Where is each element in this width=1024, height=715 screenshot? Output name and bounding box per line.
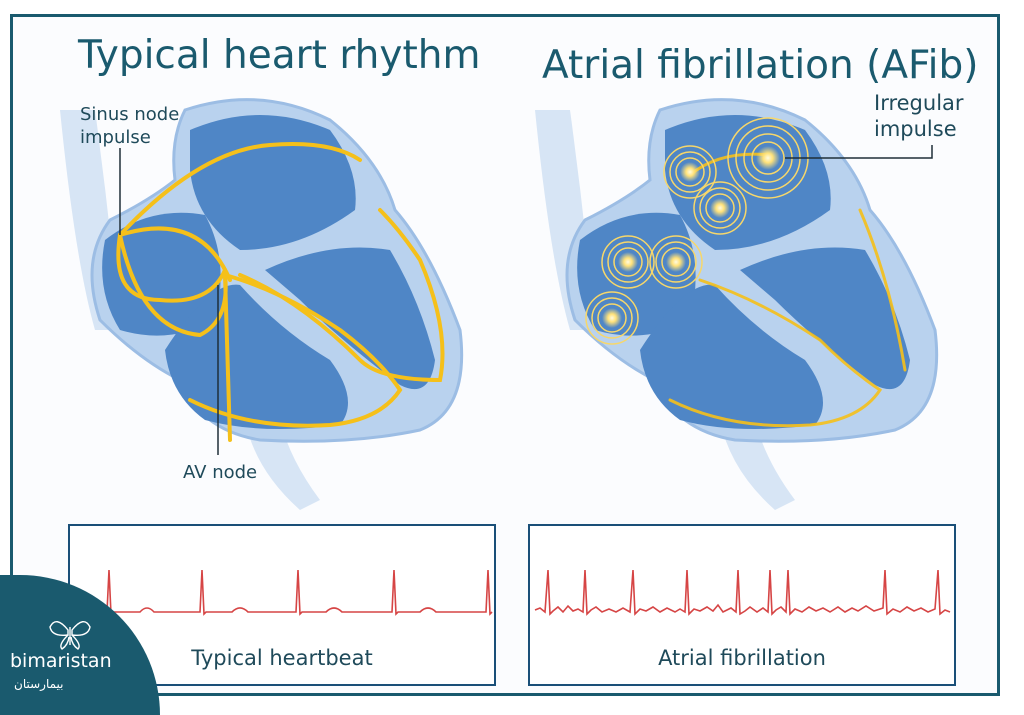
left-left-ventricle — [265, 247, 435, 390]
brand-logo: bimaristan بيمارستان — [0, 575, 160, 715]
leader-lines — [119, 145, 933, 455]
left-right-atrium — [102, 212, 221, 336]
left-impulse-paths — [116, 142, 445, 442]
sinus-node-label: Sinus node impulse — [80, 104, 179, 149]
brand-name: bimaristan — [10, 650, 112, 672]
brand-arabic: بيمارستان — [14, 677, 64, 691]
ecg-caption-afib: Atrial fibrillation — [658, 646, 826, 670]
left-vena-cava — [245, 420, 320, 510]
right-vena-cava — [720, 420, 795, 510]
sinus-label-line1: Sinus node — [80, 104, 180, 125]
right-left-ventricle — [740, 247, 910, 390]
irregular-impulse-label: Irregular impulse — [874, 90, 964, 143]
butterfly-icon — [49, 621, 91, 650]
irregular-label-line1: Irregular — [874, 91, 964, 115]
left-left-atrium — [190, 115, 356, 250]
left-heart — [60, 98, 464, 510]
sinus-label-line2: impulse — [80, 126, 151, 148]
left-right-ventricle — [165, 284, 348, 429]
irregular-leader — [785, 145, 933, 159]
ecg-box-afib: Atrial fibrillation — [528, 524, 956, 686]
irregular-label-line2: impulse — [874, 117, 957, 142]
right-right-ventricle — [640, 284, 823, 429]
right-title: Atrial fibrillation (AFib) — [542, 43, 979, 88]
av-node-label: AV node — [183, 462, 258, 483]
right-heart — [535, 98, 939, 510]
ecg-caption-typical: Typical heartbeat — [191, 646, 373, 670]
left-title: Typical heart rhythm — [78, 33, 481, 78]
